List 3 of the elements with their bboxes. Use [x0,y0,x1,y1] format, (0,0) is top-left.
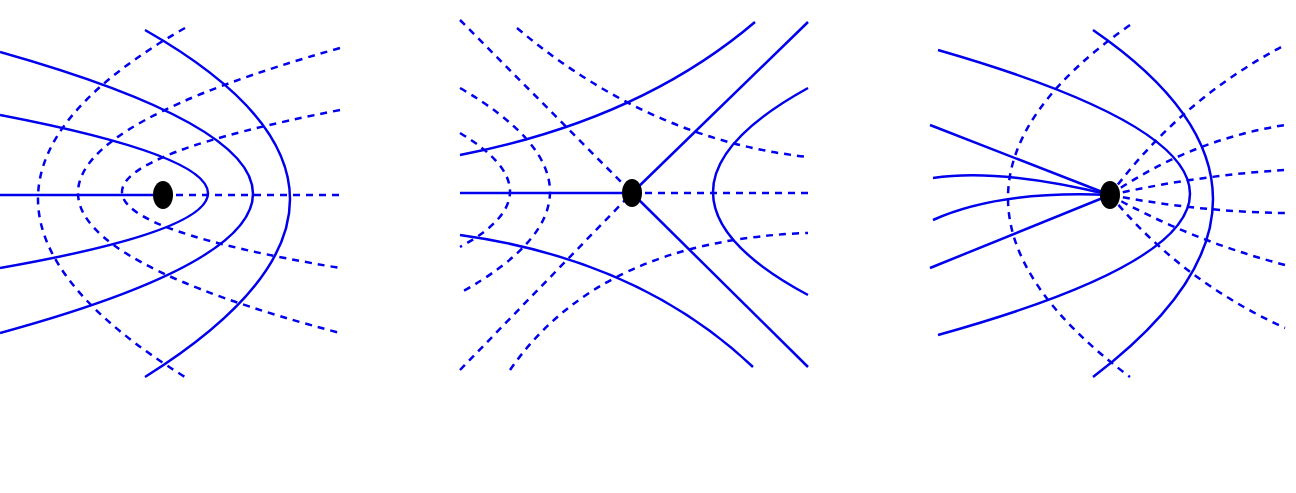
singular-point-dot [1100,181,1120,209]
singular-point-dot [153,181,173,209]
singular-point-dot [622,179,642,207]
